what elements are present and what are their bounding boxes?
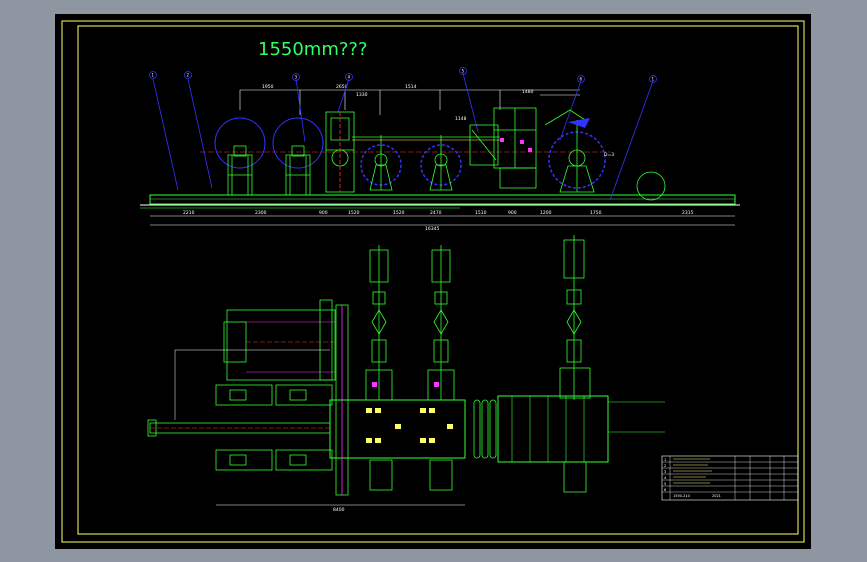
uncoiler-stand-2	[285, 145, 311, 196]
coil-1	[214, 117, 266, 169]
callout-label: 2	[187, 73, 190, 78]
title-block-row-bars	[673, 458, 712, 484]
dim-label: 1950	[262, 84, 274, 90]
uncoiler-stand-1	[227, 145, 253, 196]
dim-label: 900	[319, 210, 328, 216]
title-block-row: 5	[664, 482, 666, 486]
title-block-row: 3	[664, 470, 666, 474]
dim-label: 2315	[682, 210, 694, 216]
plan-rollers	[473, 399, 497, 459]
base-frame	[149, 194, 736, 205]
callouts	[149, 67, 657, 201]
shear-unit	[469, 107, 537, 189]
dim-label: 1148	[455, 116, 467, 122]
recoiler-arrow	[568, 118, 590, 128]
title-block-row: 4	[664, 476, 667, 480]
dim-label: 1750	[590, 210, 602, 216]
plan-uncoiler-frame	[226, 309, 336, 381]
callout-label: 3	[295, 75, 298, 80]
title-block-footer: 1550-210	[673, 494, 690, 498]
dim-label: 2300	[255, 210, 267, 216]
shear-highlights	[500, 138, 532, 152]
overall-dimension: 16345	[425, 226, 439, 232]
plan-dimension: 8400	[333, 507, 345, 513]
title-block-row: 1	[664, 458, 666, 462]
inner-border	[77, 25, 799, 535]
dim-label: 1330	[356, 92, 368, 98]
plan-view: 8400	[147, 235, 665, 513]
dim-label: 1520	[393, 210, 405, 216]
straightener-2	[429, 135, 453, 191]
dim-label: 900	[508, 210, 517, 216]
magenta-accents	[372, 382, 439, 387]
title-block-footer: 2021	[712, 494, 721, 498]
dim-label: 2470	[430, 210, 442, 216]
bottom-dimensions: 2210 2300 900 1520 1520 2470 1510 900 12…	[183, 210, 694, 216]
pinch-stand	[325, 111, 355, 193]
plan-main-frame	[329, 399, 466, 459]
dim-label: 1520	[348, 210, 360, 216]
title-block: 1 2 3 4 5 6 1550-210 2021	[661, 455, 799, 501]
dim-label: 1480	[522, 89, 534, 95]
elevation-view: 1950 2650 1330 1514 1480 1148 2210 2300 …	[140, 67, 740, 232]
callout-label: 6	[580, 77, 583, 82]
dim-label: 1514	[405, 84, 417, 90]
callout-label: 1	[152, 73, 155, 78]
arrow-note: D=3	[604, 152, 614, 158]
recoiler	[544, 109, 595, 193]
outer-border	[61, 20, 805, 543]
title-note: 1550mm???	[258, 39, 368, 60]
straightener-1	[369, 135, 393, 191]
dim-label: 2210	[183, 210, 195, 216]
motor-stack-2	[427, 245, 455, 401]
coil-2	[272, 117, 324, 169]
dim-label: 2650	[336, 84, 348, 90]
dim-label: 1510	[475, 210, 487, 216]
plan-yellow-blocks	[366, 408, 453, 443]
title-block-row: 2	[664, 464, 666, 468]
callout-label: 4	[348, 75, 351, 80]
motor-stack-1	[365, 245, 393, 401]
motor-stack-3	[559, 235, 591, 400]
dim-label: 1200	[540, 210, 552, 216]
callout-label: 1	[652, 77, 655, 82]
drawing-sheet	[55, 14, 811, 549]
callout-label: 5	[462, 69, 465, 74]
title-block-row: 6	[664, 488, 666, 492]
coil-car	[636, 171, 666, 201]
plan-base-plates	[215, 384, 333, 471]
plan-recoiler	[497, 395, 609, 463]
